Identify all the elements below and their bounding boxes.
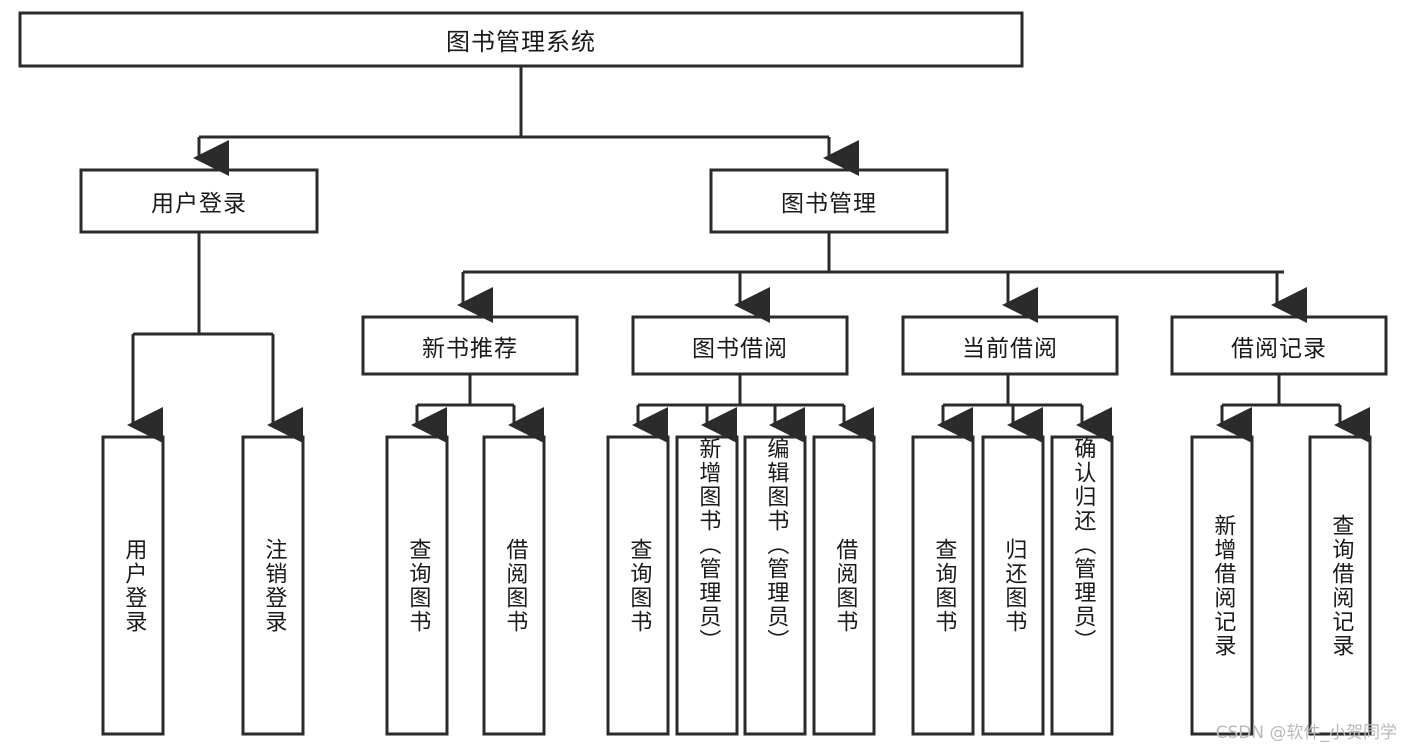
node-box-current-borrow[interactable] — [901, 315, 1119, 376]
leaf-box-borrow-record-1[interactable] — [1308, 435, 1372, 736]
leaf-box-book-borrow-0[interactable] — [606, 435, 670, 736]
leaf-box-current-borrow-1[interactable] — [981, 435, 1045, 736]
node-box-book-borrow[interactable] — [631, 315, 849, 376]
leaf-box-current-borrow-2[interactable] — [1050, 435, 1114, 736]
leaf-box-new-book-0[interactable] — [385, 435, 449, 736]
leaf-box-book-borrow-1[interactable] — [675, 435, 739, 736]
node-box-new-book-recommend[interactable] — [361, 315, 579, 376]
leaf-box-book-borrow-2[interactable] — [743, 435, 807, 736]
leaf-box-user-login-1[interactable] — [241, 435, 305, 736]
node-box-user-login[interactable] — [79, 168, 319, 234]
leaf-box-user-login-0[interactable] — [101, 435, 165, 736]
leaf-box-book-borrow-3[interactable] — [812, 435, 876, 736]
leaf-box-current-borrow-0[interactable] — [911, 435, 975, 736]
leaf-box-borrow-record-0[interactable] — [1190, 435, 1254, 736]
leaf-box-new-book-1[interactable] — [482, 435, 546, 736]
node-box-root[interactable] — [18, 11, 1024, 68]
node-box-book-management[interactable] — [709, 168, 949, 234]
node-box-borrow-record[interactable] — [1170, 315, 1388, 376]
